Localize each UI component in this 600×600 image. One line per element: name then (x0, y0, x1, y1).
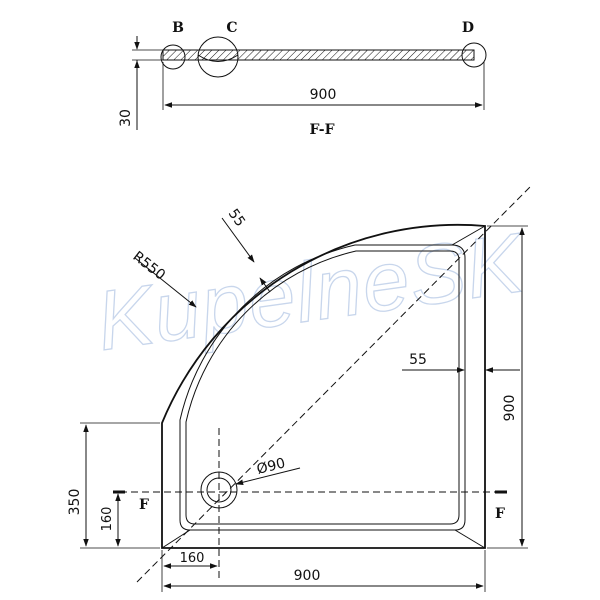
detail-label-d: D (462, 20, 474, 36)
watermark: KupelneSK (91, 215, 532, 368)
detail-circle-d (461, 42, 487, 68)
corner-bevel (454, 529, 486, 549)
corner-bevel (451, 225, 486, 246)
dim-drain-offset-x: 160 (180, 551, 205, 566)
drain-profile (197, 54, 239, 62)
section-view: B C D 30 900 F-F (118, 20, 487, 138)
dim-drain-offset-y: 160 (100, 507, 115, 532)
dim-height-30: 30 (118, 109, 134, 127)
dim-height-900: 900 (502, 395, 518, 422)
detail-label-c: C (226, 20, 237, 36)
detail-label-b: B (172, 20, 184, 36)
plan-view: KupelneSK F F R550 55 55 (67, 186, 533, 592)
section-label: F-F (309, 122, 334, 138)
radius-leader (134, 257, 197, 308)
dim-side-height: 350 (67, 489, 83, 516)
dim-rim-side: 55 (409, 352, 427, 368)
tray-profile (162, 49, 475, 61)
dim-drain: Ø90 (255, 455, 287, 478)
drain-leader (235, 467, 301, 485)
tray-basin (185, 250, 460, 525)
detail-circle-b (160, 44, 186, 70)
tray-outer-rim (161, 223, 486, 549)
dim-width-900: 900 (294, 568, 321, 584)
detail-circle-c (197, 36, 239, 78)
rim-leader (259, 277, 271, 293)
dim-width-900-section: 900 (310, 87, 337, 103)
section-mark-left: F (139, 497, 149, 513)
corner-bevel (161, 529, 191, 549)
section-mark-right: F (495, 506, 505, 522)
rim-leader (221, 217, 255, 263)
